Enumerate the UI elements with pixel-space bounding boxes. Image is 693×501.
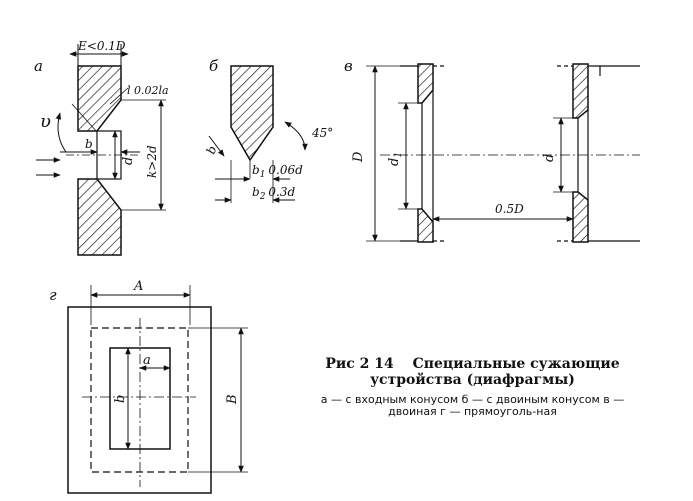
caption-body: а — с входным конусом б — с двоиным кону…	[320, 393, 625, 418]
diagram-g: г A a b B	[49, 279, 248, 494]
B-label: B	[225, 394, 240, 405]
gap-label: 0.5D	[495, 202, 524, 216]
right-plate-lower	[572, 191, 589, 243]
figure-caption: Рис 2 14 Специальные сужающие устройства…	[305, 356, 640, 418]
caption-heading: Специальные сужающие устройства (диафраг…	[370, 356, 620, 388]
plate-lower-section	[77, 178, 122, 256]
b-label-a: b	[85, 137, 93, 151]
outer-frame	[67, 306, 212, 494]
right-plate-upper	[572, 63, 589, 119]
dim-e-label: E<0.1D	[77, 39, 126, 53]
pipe-outline-dashed	[90, 327, 189, 473]
panel-letter-v: в	[344, 57, 353, 75]
k-dim-label: k>2d	[145, 145, 159, 178]
A-label: A	[133, 279, 143, 294]
leader-note: l 0.02la	[127, 84, 169, 97]
d-label-v: d	[542, 154, 557, 162]
b-label-g: b	[113, 395, 128, 403]
b-mark-left: b	[204, 144, 220, 156]
d1-label: d1	[387, 152, 404, 166]
caption-title: Рис 2 14 Специальные сужающие устройства…	[305, 356, 640, 388]
double-cone-edge	[230, 65, 274, 162]
d-label-a: d	[121, 157, 136, 165]
angle-45-label: 45°	[311, 126, 333, 140]
D-label-v: D	[351, 151, 366, 163]
panel-letter-b: б	[209, 57, 219, 75]
left-plate-lower	[417, 208, 434, 243]
a-label-g: a	[143, 353, 151, 368]
panel-letter-g: г	[49, 286, 57, 304]
diagram-v: в D d1 d	[344, 57, 640, 243]
panel-letter-a: а	[34, 57, 43, 75]
diagram-a: а E<0.1D υ l 0.02la b d k>2d	[34, 39, 169, 256]
figure-number: Рис 2 14	[325, 356, 394, 372]
plate-upper-section	[77, 65, 122, 132]
cone-angle-label: υ	[40, 111, 51, 132]
left-plate-upper	[417, 63, 434, 104]
